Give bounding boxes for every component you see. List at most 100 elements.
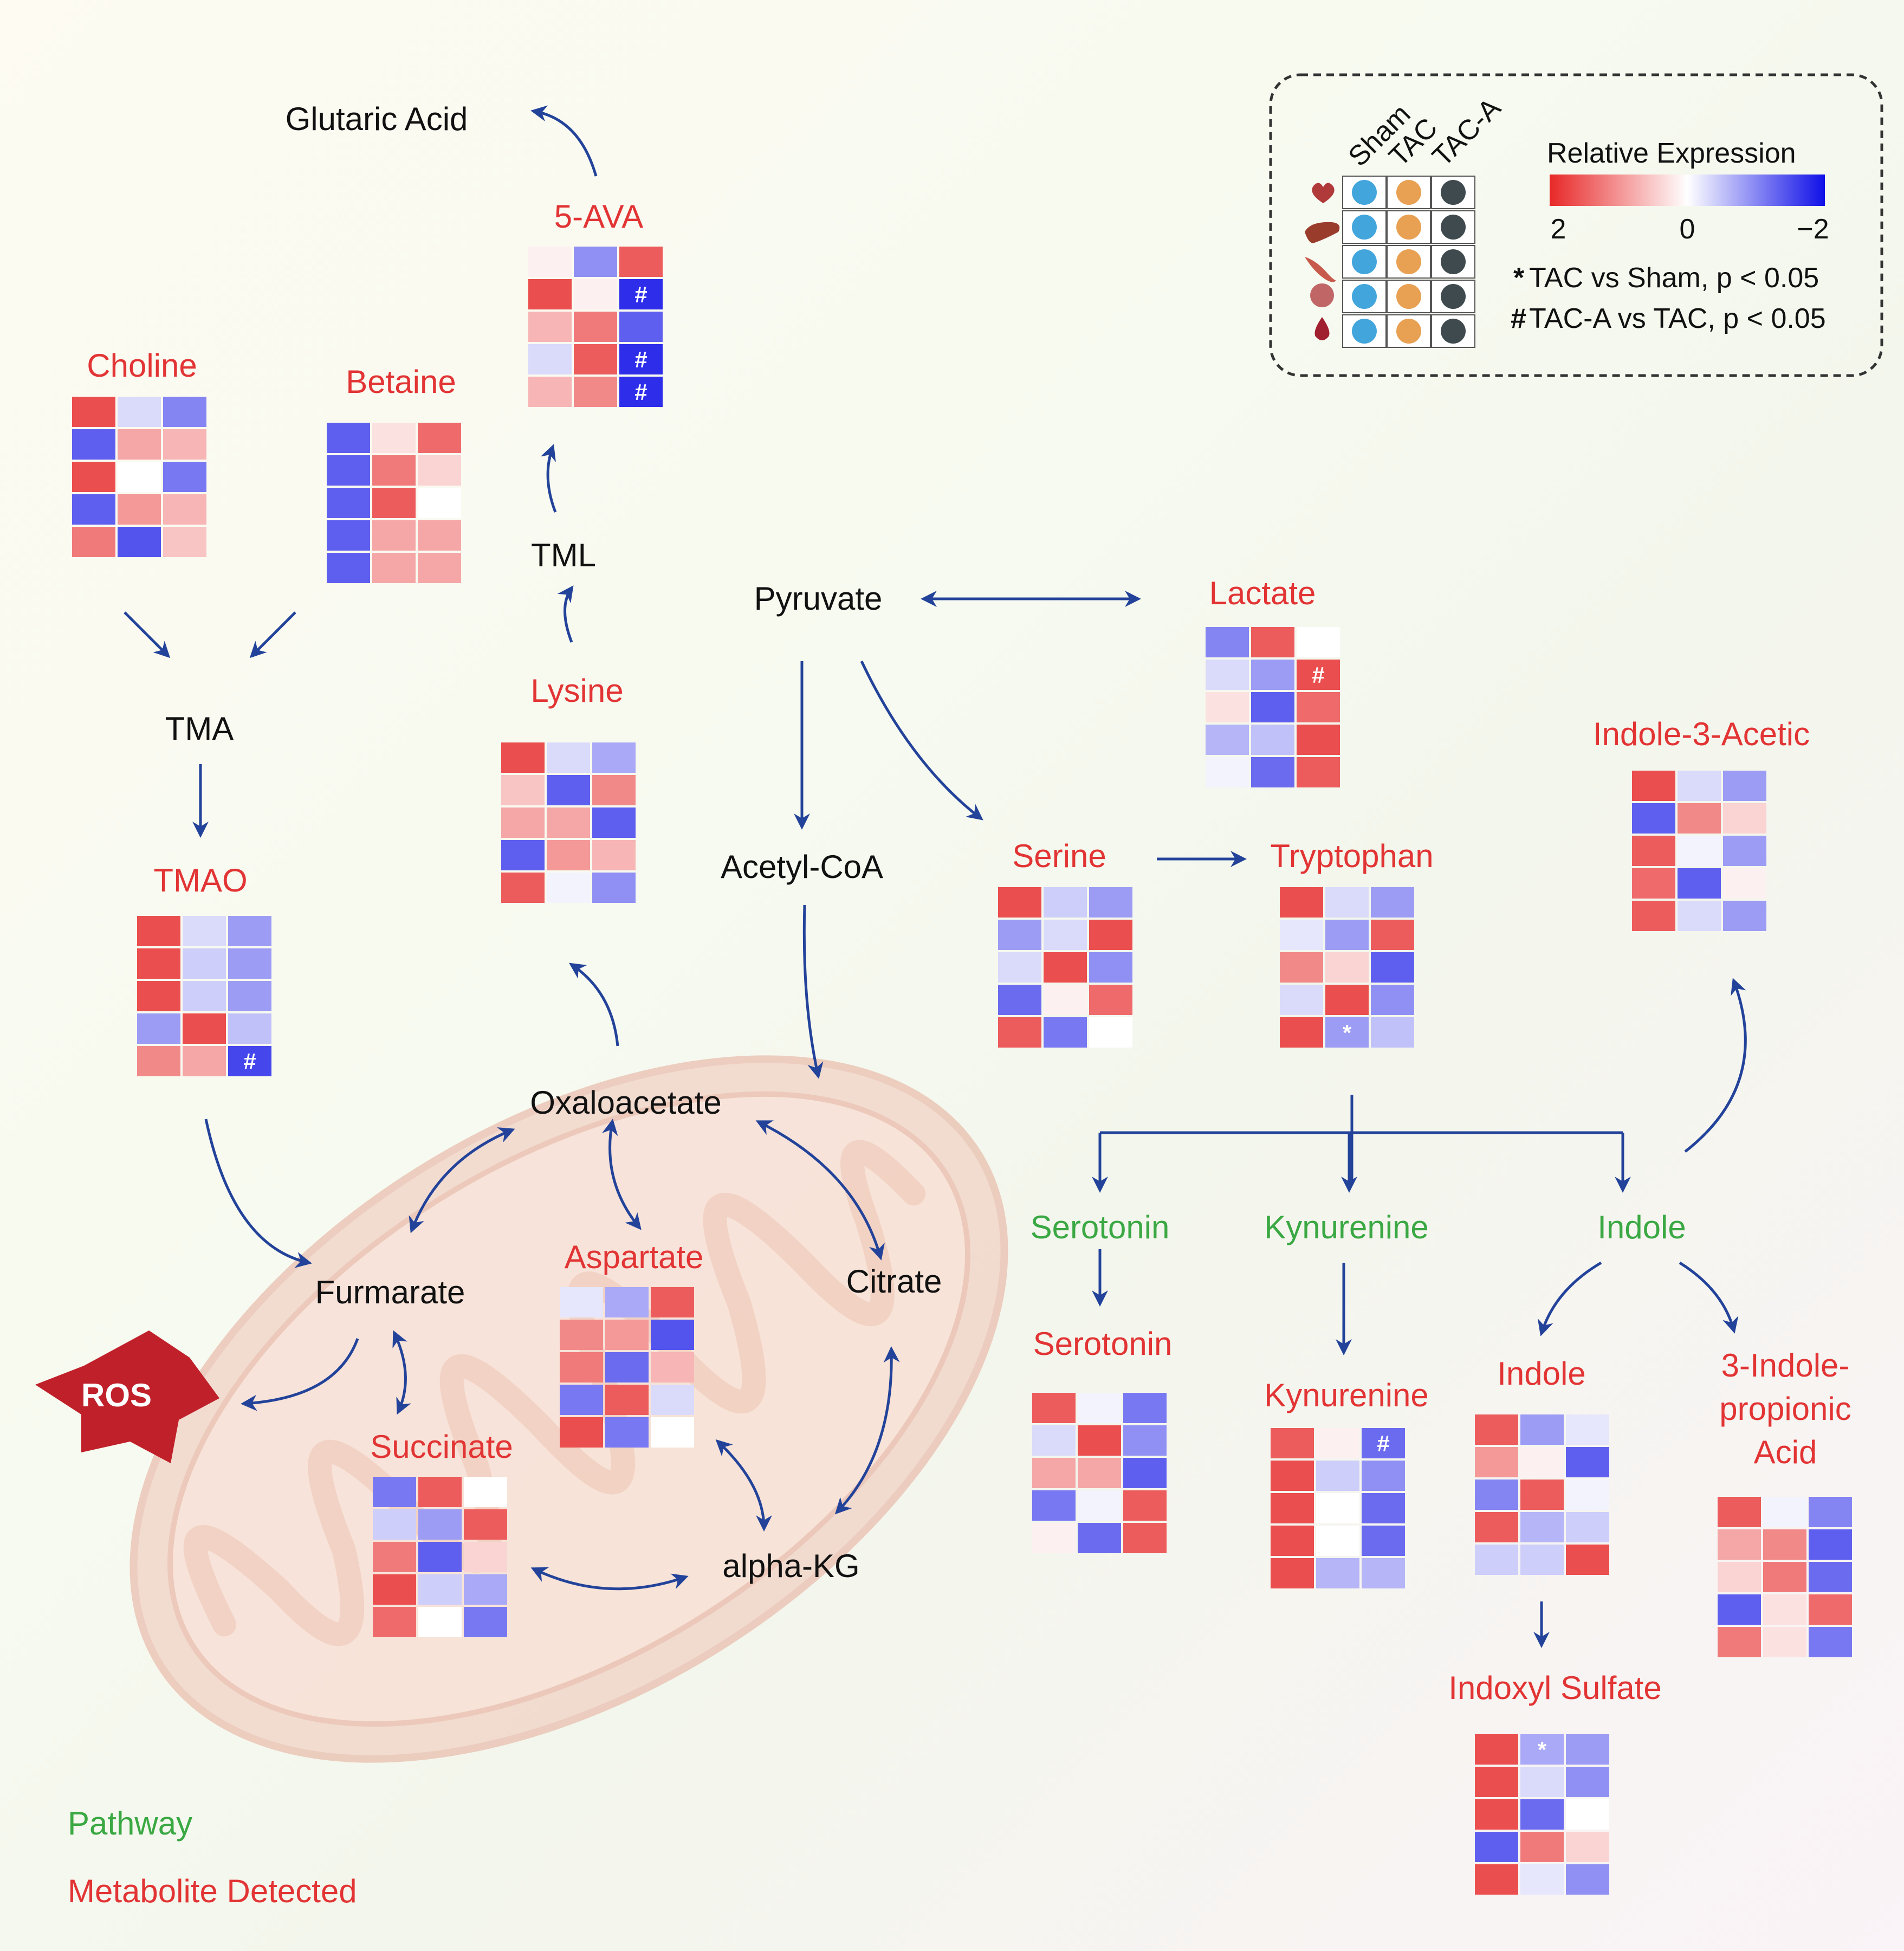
heatmap-cell	[1123, 1393, 1167, 1423]
heatmap-cell	[1566, 1447, 1609, 1477]
heatmap-cell	[1206, 660, 1249, 690]
heatmap-cell	[1718, 1594, 1761, 1625]
heatmap-cell	[372, 423, 416, 453]
muscle-icon	[1305, 257, 1336, 282]
heatmap-cell	[1032, 1393, 1076, 1423]
heatmap-cell	[1251, 660, 1294, 690]
heatmap-cell	[998, 952, 1041, 983]
label-5-ava: 5-AVA	[554, 198, 644, 235]
label-glutaric-acid: Glutaric Acid	[286, 101, 468, 137]
heatmap-cell	[118, 494, 161, 525]
legend-group-dot	[1352, 249, 1377, 274]
heatmap-cell	[528, 247, 572, 277]
heatmap-cell	[1371, 920, 1414, 950]
significance-mark: #	[634, 379, 647, 405]
legend-tick-low: −2	[1797, 214, 1829, 245]
heatmap-cell	[1089, 887, 1132, 918]
legend-group-dot	[1352, 180, 1377, 205]
heatmap-cell	[501, 775, 545, 805]
heatmap-cell	[619, 377, 663, 407]
pathway-arrows	[124, 105, 1747, 1648]
label-choline: Choline	[87, 347, 197, 384]
heatmap-cell	[1566, 1832, 1609, 1862]
heatmap-cell	[1044, 887, 1087, 918]
heatmap-cell	[1678, 868, 1721, 899]
heatmap-cell	[1297, 627, 1340, 657]
heatmap-cell	[1475, 1734, 1518, 1765]
heatmap-cell	[183, 1013, 226, 1044]
heatmap-cell	[1475, 1512, 1518, 1542]
legend-star-note: TAC vs Sham, p < 0.05	[1529, 262, 1819, 294]
label-tryptophan: Tryptophan	[1270, 838, 1433, 874]
heatmap-cell	[574, 312, 617, 342]
heatmap-cell	[592, 840, 636, 870]
heatmap-cell	[1520, 1480, 1564, 1510]
heatmap-cell	[592, 742, 636, 773]
heatmap-cell	[1809, 1497, 1852, 1527]
heatmap-cell	[651, 1287, 694, 1317]
heatmap-cell	[560, 1287, 603, 1317]
heatmap-cell	[1566, 1480, 1609, 1510]
heatmap-cell	[1325, 920, 1369, 950]
ros-star-shape	[35, 1330, 219, 1463]
blood-drop-icon	[1314, 317, 1330, 340]
label-ipa-line1: 3-Indole-	[1721, 1347, 1850, 1384]
heatmap-cell	[1371, 952, 1414, 983]
heatmap-cell	[528, 377, 572, 407]
heatmap-cell	[1032, 1425, 1076, 1456]
pathway-serotonin: Serotonin	[1031, 1209, 1170, 1245]
heatmap-cell	[1520, 1414, 1564, 1445]
heatmap-cell	[1089, 985, 1132, 1015]
heatmap-cell	[137, 948, 180, 979]
label-aspartate: Aspartate	[565, 1239, 704, 1275]
heatmap-cell	[1078, 1523, 1121, 1553]
heatmap-cell	[1032, 1523, 1076, 1553]
label-indole: Indole	[1497, 1355, 1585, 1392]
heatmap-kynurenine: #	[1271, 1428, 1405, 1588]
legend-group-dot	[1441, 319, 1466, 344]
heatmap-cell	[1763, 1594, 1806, 1625]
heatmap-cell	[137, 916, 180, 946]
heatmap-cell	[998, 985, 1041, 1015]
heatmap-cell	[1044, 952, 1087, 983]
label-citrate: Citrate	[846, 1263, 942, 1300]
heatmap-cell	[1763, 1529, 1806, 1560]
heatmap-cell	[560, 1352, 603, 1383]
heatmap-cell	[228, 981, 271, 1011]
heatmap-cell	[1809, 1627, 1852, 1657]
heatmap-cell	[418, 488, 461, 518]
legend-scale-title: Relative Expression	[1547, 138, 1796, 169]
heatmap-cell	[418, 423, 461, 453]
label-furmarate: Furmarate	[315, 1274, 465, 1310]
label-oxaloacetate: Oxaloacetate	[530, 1084, 722, 1121]
heatmap-cell	[1475, 1545, 1518, 1575]
heatmap-cell	[1044, 1017, 1087, 1048]
heatmap-cell	[1123, 1425, 1167, 1456]
heatmap-cell	[605, 1352, 649, 1383]
heatmap-cell	[1206, 627, 1249, 657]
legend-group-dot	[1352, 215, 1377, 240]
heatmap-cell	[1566, 1414, 1609, 1445]
heatmap-cell	[1632, 771, 1675, 801]
heatmap-cell	[1297, 757, 1340, 787]
label-kynurenine: Kynurenine	[1264, 1377, 1429, 1413]
heatmap-cell	[1475, 1414, 1518, 1445]
heatmap-cell	[651, 1352, 694, 1383]
legend-star-symbol: *	[1513, 262, 1525, 294]
heatmap-cell	[373, 1509, 416, 1540]
pathway-indole: Indole	[1597, 1209, 1686, 1245]
heatmap-cell	[1763, 1627, 1806, 1657]
heatmap-cell	[592, 807, 636, 838]
heatmap-cell	[1123, 1523, 1167, 1553]
key-pathway: Pathway	[68, 1805, 192, 1842]
heatmap-cell	[1718, 1627, 1761, 1657]
heatmap-cell	[183, 916, 226, 946]
heatmap-cell	[619, 344, 663, 374]
heatmap-cell	[1271, 1493, 1314, 1523]
heatmap-cell	[605, 1385, 649, 1415]
significance-mark: #	[634, 282, 647, 307]
label-betaine: Betaine	[346, 364, 456, 400]
heatmap-cell	[547, 742, 590, 773]
heatmap-cell	[1362, 1558, 1405, 1588]
